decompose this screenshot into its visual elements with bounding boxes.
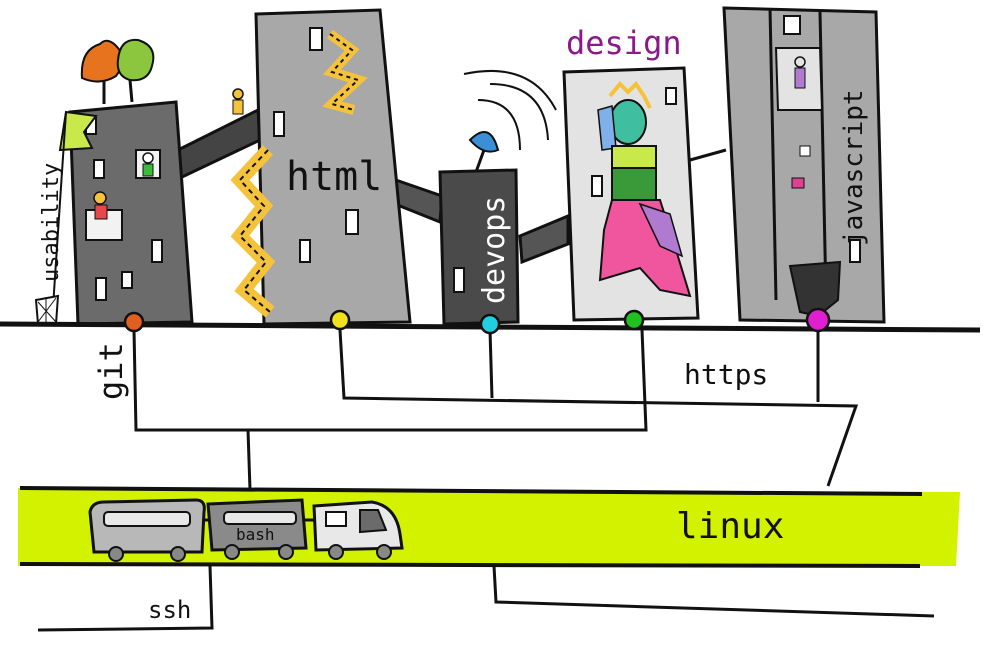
node-git: [123, 311, 145, 333]
network-wiring: [132, 329, 859, 491]
label-design: design: [566, 24, 682, 62]
building-devops: [438, 70, 557, 326]
node-html: [329, 309, 351, 331]
building-design: [562, 66, 700, 322]
label-linux: linux: [676, 506, 784, 547]
label-javascript: javascript: [839, 89, 869, 246]
building-usability: [34, 38, 194, 326]
node-javascript: [805, 307, 831, 333]
building-html: [230, 8, 412, 326]
skybridges: [176, 107, 727, 265]
label-devops: devops: [477, 196, 512, 304]
train: [88, 498, 404, 562]
label-usability: usability: [39, 163, 64, 282]
node-design: [623, 309, 645, 331]
label-bash: bash: [236, 525, 275, 544]
ssh-wiring: [37, 565, 935, 632]
label-git: git: [92, 342, 130, 400]
label-ssh: ssh: [148, 596, 191, 624]
label-https: https: [684, 358, 768, 391]
node-devops: [479, 313, 501, 335]
label-html: html: [286, 154, 382, 200]
building-javascript: [722, 6, 886, 324]
